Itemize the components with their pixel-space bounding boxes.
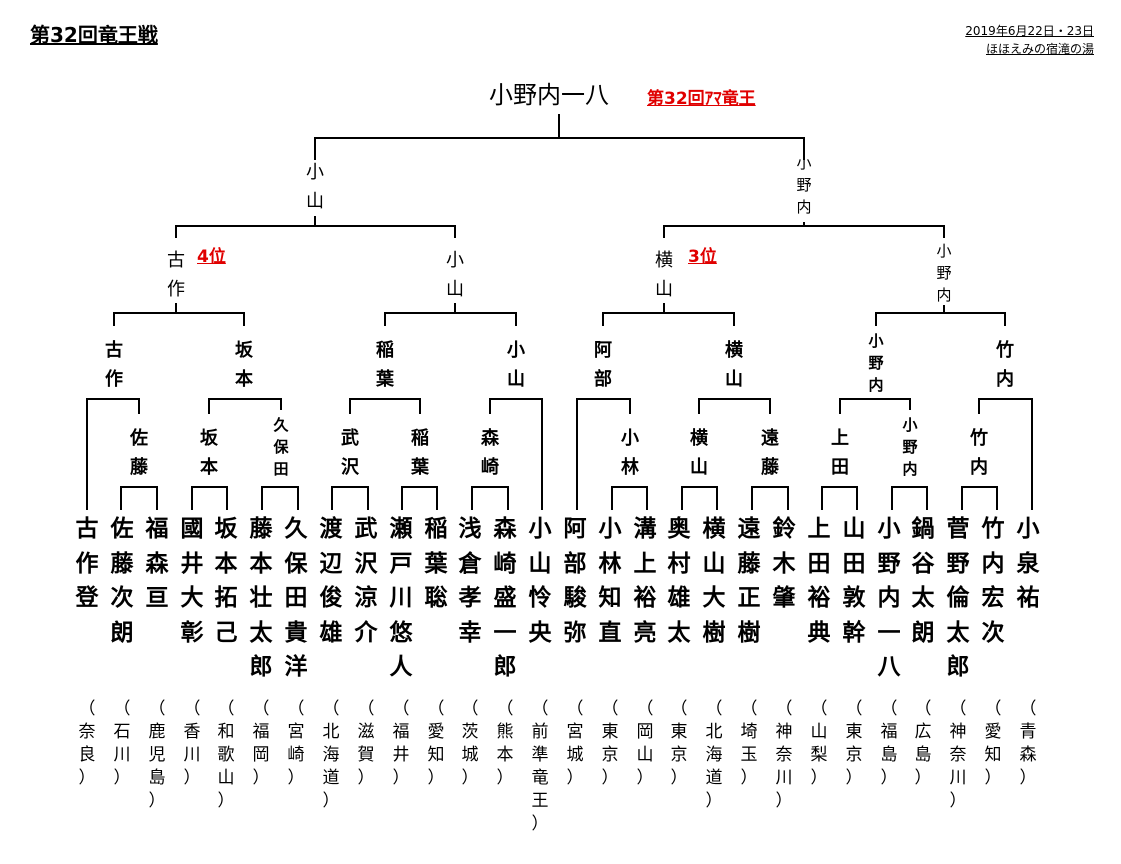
player-name: 鍋谷太朗 bbox=[911, 516, 935, 646]
player-name: 佐藤次朗 bbox=[110, 516, 134, 646]
player-prefecture: （石川） bbox=[113, 699, 131, 788]
player-name: 溝上裕亮 bbox=[633, 516, 657, 646]
rank3-badge: 3位 bbox=[688, 247, 717, 267]
r2-winner: 武沢 bbox=[341, 428, 359, 478]
player-name: 久保田貴洋 bbox=[284, 516, 308, 680]
r2-winner: 遠藤 bbox=[761, 428, 779, 478]
player-prefecture: （青森） bbox=[1019, 699, 1037, 788]
player-name: 菅野倫太郎 bbox=[946, 516, 970, 680]
qf-winner: 古作 bbox=[167, 250, 185, 300]
player-name: 鈴木肇 bbox=[772, 516, 796, 611]
player-prefecture: （山梨） bbox=[810, 699, 828, 788]
r2-winner: 横山 bbox=[690, 428, 708, 478]
player-name: 浅倉孝幸 bbox=[458, 516, 482, 646]
qf-winner: 小野内 bbox=[936, 242, 952, 304]
player-name: 小泉祐 bbox=[1016, 516, 1040, 611]
champion-name: 小野内一八 bbox=[489, 81, 609, 109]
r2-winner: 久保田 bbox=[273, 416, 289, 478]
player-name: 阿部駿弥 bbox=[563, 516, 587, 646]
player-prefecture: （神奈川） bbox=[949, 699, 967, 811]
player-prefecture: （熊本） bbox=[496, 699, 514, 788]
player-name: 國井大彰 bbox=[180, 516, 204, 646]
player-prefecture: （奈良） bbox=[78, 699, 96, 788]
r2-winner: 坂本 bbox=[200, 428, 218, 478]
player-name: 瀬戸川悠人 bbox=[389, 516, 413, 680]
player-prefecture: （鹿児島） bbox=[148, 699, 166, 811]
r3-winner: 坂本 bbox=[235, 340, 253, 390]
qf-winner: 横山 bbox=[655, 250, 673, 300]
player-prefecture: （埼玉） bbox=[740, 699, 758, 788]
r2-winner: 上田 bbox=[831, 428, 849, 478]
player-prefecture: （滋賀） bbox=[357, 699, 375, 788]
player-prefecture: （宮崎） bbox=[287, 699, 305, 788]
player-prefecture: （愛知） bbox=[984, 699, 1002, 788]
final-winner-left: 小山 bbox=[306, 162, 324, 212]
player-prefecture: （福井） bbox=[392, 699, 410, 788]
player-prefecture: （東京） bbox=[670, 699, 688, 788]
r3-winner: 小野内 bbox=[868, 332, 884, 394]
player-name: 藤本壮太郎 bbox=[249, 516, 273, 680]
player-name: 上田裕典 bbox=[807, 516, 831, 646]
player-prefecture: （前準竜王） bbox=[531, 699, 549, 834]
player-name: 福森亘 bbox=[145, 516, 169, 611]
player-name: 渡辺俊雄 bbox=[319, 516, 343, 646]
r3-winner: 古作 bbox=[105, 340, 123, 390]
player-name: 遠藤正樹 bbox=[737, 516, 761, 646]
player-prefecture: （香川） bbox=[183, 699, 201, 788]
r2-winner: 小林 bbox=[621, 428, 639, 478]
event-venue: ほほえみの宿滝の湯 bbox=[985, 42, 1094, 56]
player-name: 古作登 bbox=[75, 516, 99, 611]
player-prefecture: （北海道） bbox=[705, 699, 723, 811]
player-prefecture: （岡山） bbox=[636, 699, 654, 788]
player-name: 小林知直 bbox=[598, 516, 622, 646]
player-prefecture: （神奈川） bbox=[775, 699, 793, 811]
r2-winner: 佐藤 bbox=[130, 428, 148, 478]
r3-winner: 竹内 bbox=[996, 340, 1014, 390]
player-name: 小山怜央 bbox=[528, 516, 552, 646]
player-prefecture: （愛知） bbox=[427, 699, 445, 788]
r3-winner: 稲葉 bbox=[376, 340, 394, 390]
player-prefecture: （北海道） bbox=[322, 699, 340, 811]
r2-winner: 稲葉 bbox=[411, 428, 429, 478]
player-prefecture: （宮城） bbox=[566, 699, 584, 788]
player-prefecture: （東京） bbox=[601, 699, 619, 788]
player-name: 小野内一八 bbox=[877, 516, 901, 680]
player-prefecture: （広島） bbox=[914, 699, 932, 788]
player-name: 山田敦幹 bbox=[842, 516, 866, 646]
player-prefecture: （和歌山） bbox=[217, 699, 235, 811]
champion-badge: 第32回ｱﾏ竜王 bbox=[647, 89, 756, 109]
r3-winner: 小山 bbox=[507, 340, 525, 390]
final-winner-right: 小野内 bbox=[796, 154, 812, 216]
r2-winner: 竹内 bbox=[970, 428, 988, 478]
r3-winner: 横山 bbox=[725, 340, 743, 390]
player-name: 奥村雄太 bbox=[667, 516, 691, 646]
player-name: 稲葉聡 bbox=[424, 516, 448, 611]
event-date: 2019年6月22日・23日 bbox=[965, 24, 1094, 38]
player-prefecture: （茨城） bbox=[461, 699, 479, 788]
page-title: 第32回竜王戦 bbox=[30, 23, 158, 47]
player-name: 横山大樹 bbox=[702, 516, 726, 646]
r2-winner: 小野内 bbox=[902, 416, 918, 478]
player-name: 坂本拓己 bbox=[214, 516, 238, 646]
player-name: 森崎盛一郎 bbox=[493, 516, 517, 680]
player-prefecture: （東京） bbox=[845, 699, 863, 788]
player-prefecture: （福岡） bbox=[252, 699, 270, 788]
r2-winner: 森崎 bbox=[481, 428, 499, 478]
rank4-badge: 4位 bbox=[197, 247, 226, 267]
qf-winner: 小山 bbox=[446, 250, 464, 300]
player-name: 竹内宏次 bbox=[981, 516, 1005, 646]
r3-winner: 阿部 bbox=[594, 340, 612, 390]
player-prefecture: （福島） bbox=[880, 699, 898, 788]
player-name: 武沢涼介 bbox=[354, 516, 378, 646]
